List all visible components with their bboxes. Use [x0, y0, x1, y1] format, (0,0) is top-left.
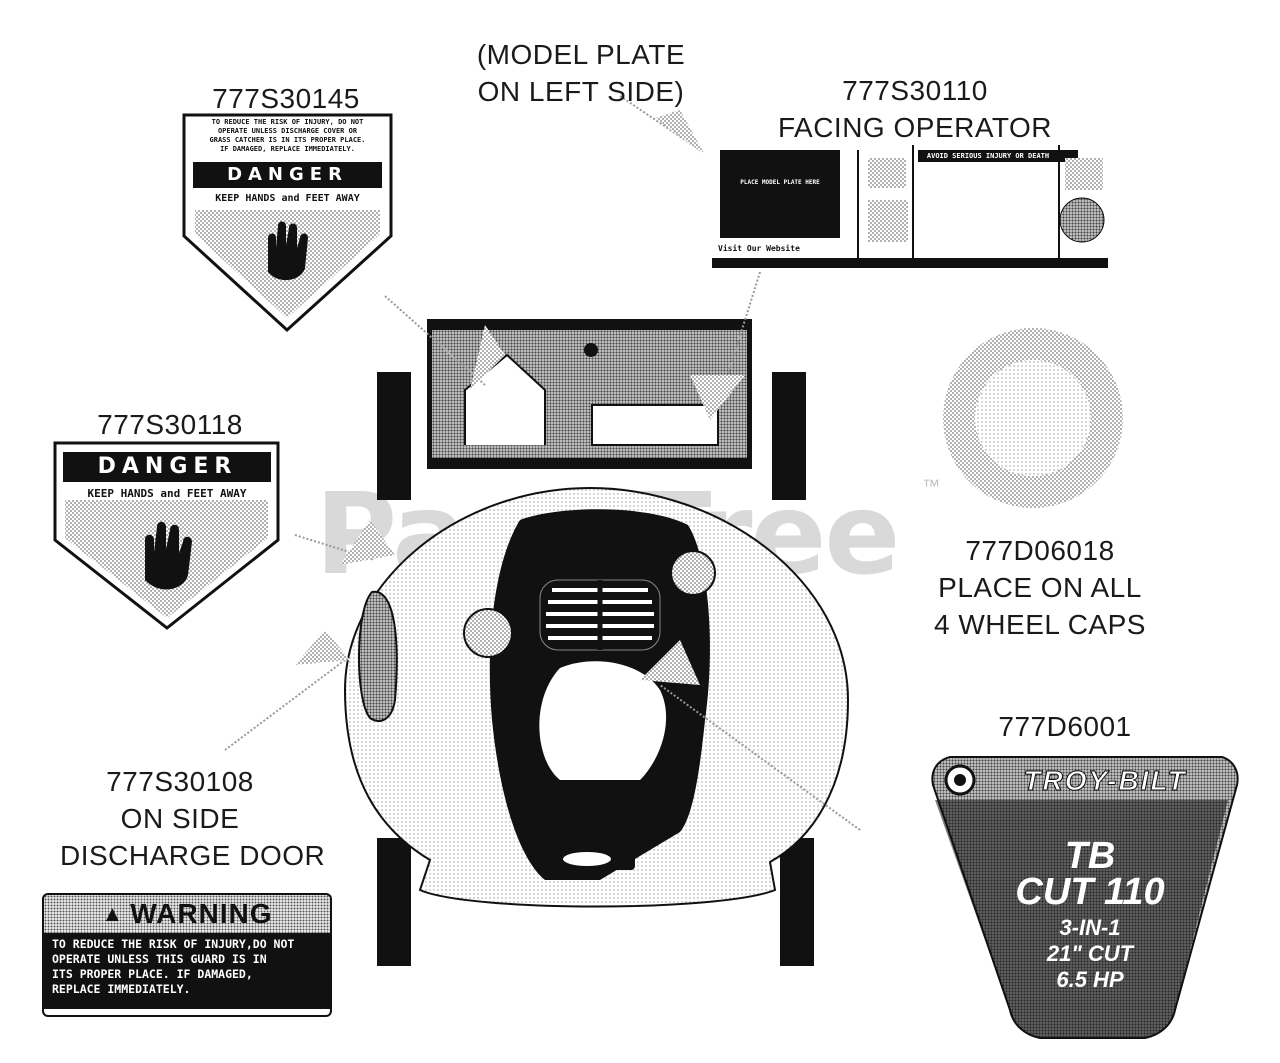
oil-cap	[463, 608, 513, 658]
hand-icon	[268, 221, 308, 281]
wheel-front-right	[780, 838, 814, 966]
callout-777s30118: 777S30118	[97, 409, 243, 440]
callout-777d6001: 777D6001	[998, 711, 1132, 742]
decal-30118-sub: KEEP HANDS and FEET AWAY	[87, 487, 247, 500]
decal-30145-sub: KEEP HANDS and FEET AWAY	[215, 193, 360, 204]
hand-icon	[145, 521, 192, 590]
callout-arrows	[295, 110, 745, 685]
decal-6001-brand: TROY-BILT	[1023, 765, 1187, 797]
fuel-cap	[670, 550, 716, 596]
warning-decal-30108: ▲ WARNING TO REDUCE THE RISK OF INJURY,D…	[42, 893, 332, 1017]
warning-triangle-icon: ▲	[101, 901, 125, 926]
decal-slot-left	[464, 353, 546, 445]
warning-header: ▲ WARNING	[44, 895, 330, 933]
decal-slot-right	[591, 404, 719, 446]
facing-operator-decal	[712, 145, 1108, 268]
side-discharge-door	[358, 590, 398, 722]
trademark-symbol: ™	[922, 476, 940, 496]
decal-30110-website: Visit Our Website	[718, 244, 800, 253]
decal-30110-heading: AVOID SERIOUS INJURY OR DEATH	[926, 152, 1050, 160]
engine-cover-window	[539, 661, 667, 780]
decal-30145-header: DANGER	[205, 163, 370, 187]
wheel-front-left	[377, 838, 411, 966]
decal-30118-header: DANGER	[80, 453, 255, 481]
callout-777s30145: 777S30145	[212, 83, 360, 114]
decal-30110-plate: PLACE MODEL PLATE HERE	[740, 179, 820, 186]
wheel-rear-right	[772, 372, 806, 500]
wheel-rear-left	[377, 372, 411, 500]
